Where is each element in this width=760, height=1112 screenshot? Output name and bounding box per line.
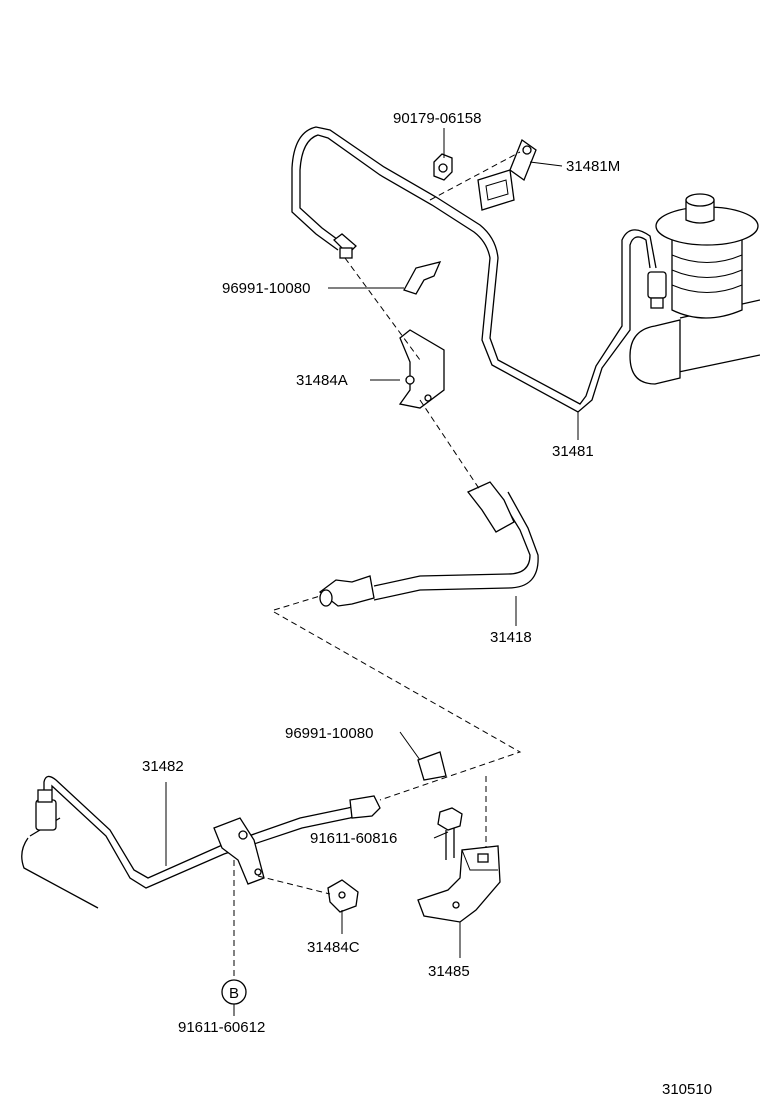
master-cylinder-reservoir xyxy=(629,193,760,385)
upper-clutch-tube xyxy=(291,126,657,413)
slave-cylinder xyxy=(21,789,99,909)
callout-clip-lower: 96991-10080 xyxy=(285,725,373,742)
callout-bracket-lower: 31485 xyxy=(428,963,470,980)
bolt-91611-60816 xyxy=(437,807,463,860)
lower-clutch-tube xyxy=(43,775,381,889)
callout-clamp-top: 31481M xyxy=(566,158,620,175)
ref-marker-label: B xyxy=(229,985,239,1002)
bracket-31485 xyxy=(417,845,501,923)
clip-96991-upper xyxy=(403,261,442,295)
figure-number: 310510 xyxy=(662,1081,712,1098)
callout-bolt-lower: 91611-60816 xyxy=(310,830,397,847)
clip-96991-lower xyxy=(417,751,447,781)
callout-tube-lower: 31482 xyxy=(142,758,184,775)
clutch-flex-hose xyxy=(318,481,539,607)
callout-bracket-a: 31484A xyxy=(296,372,348,389)
bracket-on-tube xyxy=(213,817,265,885)
bracket-31484A xyxy=(398,329,445,409)
bracket-31484C xyxy=(327,879,359,913)
clamp-31481M xyxy=(477,138,537,211)
nut-90179 xyxy=(433,153,453,181)
callout-nut: 90179-06158 xyxy=(393,110,481,127)
callout-bracket-c: 31484C xyxy=(307,939,360,956)
callout-bolt-b: 91611-60612 xyxy=(178,1019,265,1036)
leader-lines xyxy=(165,128,579,1016)
callout-labels: 90179-06158 31481M 96991-10080 31484A 31… xyxy=(142,110,620,1036)
assembly-lines xyxy=(233,151,522,978)
callout-tube-upper: 31481 xyxy=(552,443,594,460)
callout-clip-top: 96991-10080 xyxy=(222,280,310,297)
callout-hose: 31418 xyxy=(490,629,532,646)
reference-marker-b: B xyxy=(221,979,247,1005)
